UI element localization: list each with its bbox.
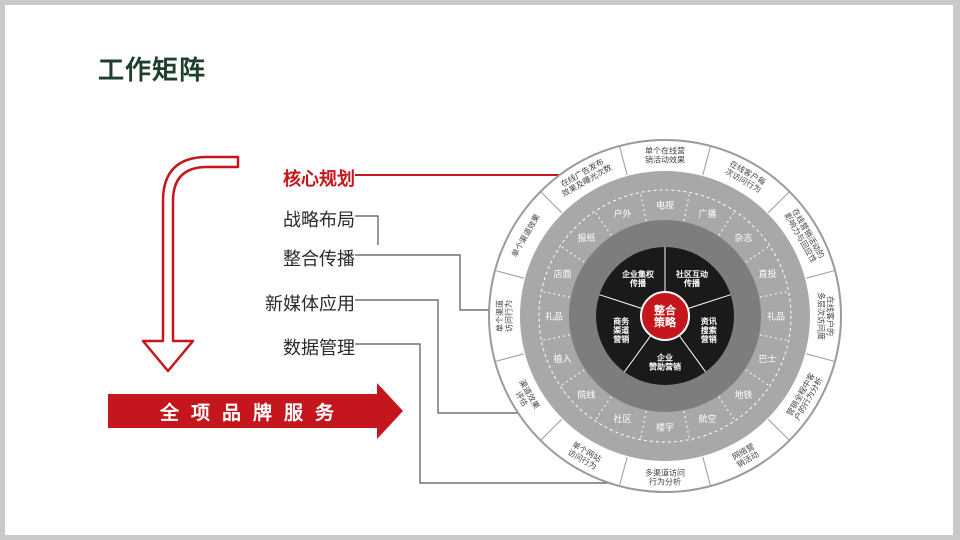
connector-newmedia: [355, 299, 543, 414]
banner-label: 全项品牌服务: [159, 402, 346, 424]
outer-ring-divider: [767, 191, 790, 214]
outer-ring-divider: [540, 418, 563, 441]
channel-label: 地铁: [734, 389, 752, 401]
strategy-segment-label: 社区互动传播: [675, 269, 708, 288]
outer-ring-label-line: 单个在线营: [645, 145, 685, 155]
strategy-segment-label-line: 渠道: [612, 325, 629, 335]
outer-ring-label-line: 单个渠道: [494, 300, 504, 332]
strategy-segment-label: 企业集权传播: [621, 269, 655, 288]
outer-ring-label-line: 销活动效果: [645, 154, 685, 164]
strategy-segment-label-line: 社区互动: [675, 269, 708, 279]
outer-ring-label-line: 多层次访问度: [817, 292, 827, 340]
outer-ring-divider: [767, 418, 790, 441]
outer-ring-divider: [702, 456, 712, 487]
curved-arrow-icon: [141, 155, 240, 373]
channel-label: 直投: [759, 268, 777, 280]
banner-arrow: [108, 383, 403, 439]
channel-label: 航空: [698, 413, 716, 425]
outer-ring-label-line: 行为分析: [649, 476, 681, 486]
outer-ring-label-line: 访问行为: [503, 300, 513, 332]
strategy-segment-label-line: 搜索: [701, 325, 717, 335]
page-title: 工作矩阵: [98, 56, 207, 86]
channel-label: 户外: [614, 208, 632, 220]
outer-ring-divider: [618, 456, 628, 487]
inner-segment-divider: [688, 294, 731, 309]
channel-label: 店面: [553, 268, 571, 280]
outer-ring-divider: [540, 191, 563, 214]
center-label: 整合策略: [653, 303, 677, 329]
center-label-line: 整合: [653, 303, 677, 317]
outer-ring-label: 单个渠道访问行为: [494, 300, 513, 332]
strategy-segment-label-line: 企业: [656, 352, 673, 362]
connector-strategy: [355, 215, 379, 245]
outer-ring-divider: [805, 269, 836, 279]
strategy-segment-label: 资讯搜索营销: [701, 316, 717, 344]
inner-segment-divider: [679, 335, 706, 373]
strategy-segment-label: 企业赞助营销: [648, 352, 681, 371]
outer-ring-label-line: 在线客户的: [826, 296, 836, 336]
strategy-segment-label-line: 营销: [613, 334, 629, 344]
inner-segment-divider: [599, 294, 642, 309]
channel-label: 杂志: [734, 232, 752, 244]
outer-ring-divider: [494, 353, 525, 363]
channel-label: 报纸: [578, 232, 596, 244]
strategy-segment-label-line: 营销: [701, 334, 717, 344]
center-label-line: 策略: [653, 315, 677, 329]
outer-ring-label: 在线客户的多层次访问度: [817, 292, 836, 340]
channel-label: 巴士: [759, 353, 777, 365]
outer-ring-label-line: 多渠道访问: [645, 467, 685, 477]
outer-ring-divider: [618, 145, 628, 176]
channel-label: 广播: [698, 208, 716, 220]
channel-label: 礼品: [767, 311, 785, 323]
channel-label: 楼宇: [656, 422, 674, 434]
inner-segment-divider: [624, 335, 651, 373]
strategy-segment-label-line: 商务: [613, 316, 630, 326]
channel-label: 电视: [656, 200, 674, 212]
channel-label: 社区: [614, 413, 632, 425]
outer-ring-divider: [702, 145, 712, 176]
strategy-segment-label-line: 传播: [629, 278, 647, 288]
strategy-segment-label-line: 资讯: [701, 316, 717, 326]
channel-label: 院线: [578, 389, 596, 401]
menu-data-management[interactable]: 数据管理: [283, 338, 355, 359]
strategy-segment-label-line: 赞助营销: [648, 361, 681, 371]
menu-integrated-communication[interactable]: 整合传播: [283, 249, 355, 270]
strategy-segment-label-line: 企业集权: [621, 269, 655, 279]
channel-label: 礼品: [545, 311, 563, 323]
menu-core-planning[interactable]: 核心规划: [283, 169, 355, 190]
strategy-segment-label-line: 传播: [683, 278, 701, 288]
strategy-segment-label: 商务渠道营销: [612, 316, 630, 344]
slide: 工作矩阵 单个在线营销活动效果在线客户每次访问行为在线营销活动的影响力与回应性在…: [5, 5, 953, 535]
outer-ring-label: 单个在线营销活动效果: [645, 145, 685, 164]
menu-new-media[interactable]: 新媒体应用: [265, 294, 355, 315]
menu-strategic-layout[interactable]: 战略布局: [283, 210, 355, 231]
outer-ring-label: 多渠道访问行为分析: [645, 467, 685, 486]
outer-ring-divider: [494, 269, 525, 279]
channel-label: 植入: [553, 353, 571, 365]
outer-ring-divider: [805, 353, 836, 363]
circle-diagram: 单个在线营销活动效果在线客户每次访问行为在线营销活动的影响力与回应性在线客户的多…: [488, 139, 842, 493]
matrix-diagram: 单个在线营销活动效果在线客户每次访问行为在线营销活动的影响力与回应性在线客户的多…: [108, 139, 842, 493]
